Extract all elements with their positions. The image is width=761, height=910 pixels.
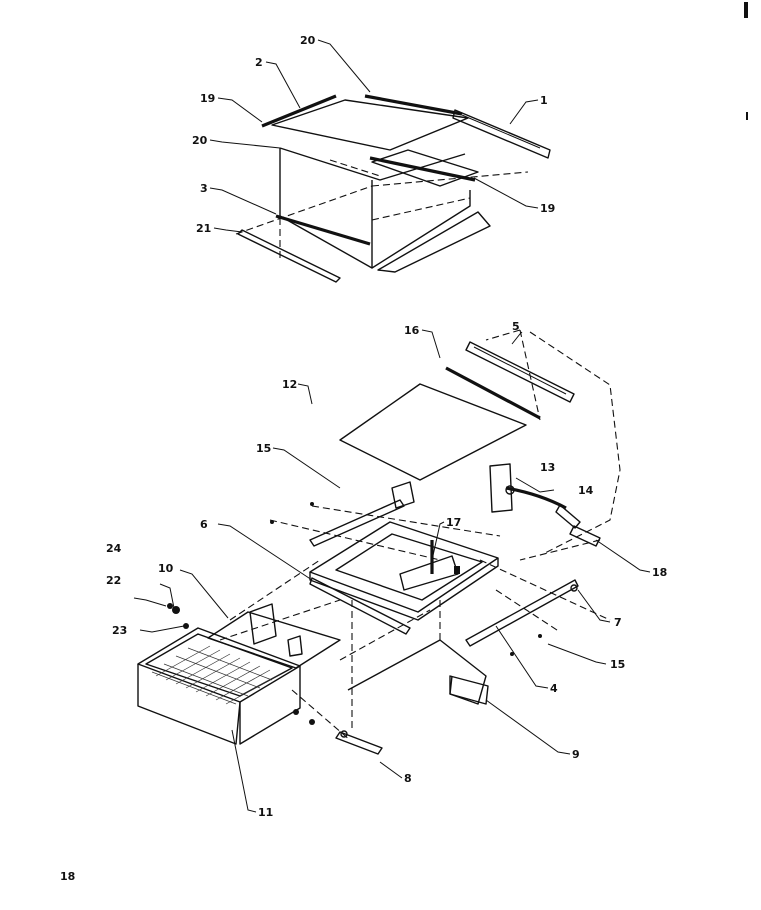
callout-4: 4	[550, 682, 558, 695]
callout-17: 17	[446, 516, 461, 529]
callout-23: 23	[112, 624, 127, 637]
drawer-support-9	[347, 639, 487, 705]
callout-15-right: 15	[610, 658, 625, 671]
callout-12: 12	[282, 378, 297, 391]
lid-bracket	[391, 481, 415, 509]
crisper-tray-10	[207, 611, 341, 669]
drawer-11-outer	[137, 627, 301, 703]
cover-rail-21	[237, 229, 341, 283]
crisper-frame-rim	[309, 558, 499, 621]
callout-2: 2	[255, 56, 263, 69]
fastener-right-b	[538, 634, 542, 638]
slide-rail-7	[465, 579, 579, 647]
shelf-trim-19-left	[261, 94, 337, 128]
callout-labels: 20 2 19 20 3 21 1 19 16 5 12 15 13 14 6 …	[106, 34, 667, 819]
glass-shelf-2	[271, 99, 469, 151]
callout-9: 9	[572, 748, 580, 761]
callout-14: 14	[578, 484, 594, 497]
divider-17	[399, 555, 459, 591]
support-foot	[449, 675, 489, 705]
callout-1: 1	[540, 94, 548, 107]
callout-7: 7	[614, 616, 622, 629]
control-link-14	[505, 486, 567, 510]
fastener-lower-a	[293, 709, 299, 715]
callout-19-right: 19	[540, 202, 555, 215]
callout-24: 24	[106, 542, 122, 555]
drawer-hidden-lines	[219, 505, 611, 741]
lower-crisper-assembly	[137, 329, 621, 755]
drawer-grid	[151, 645, 281, 705]
shelf-rail-1-slot	[461, 114, 541, 149]
leader-lines	[133, 39, 651, 813]
cover-guide-dash	[329, 159, 381, 177]
trim-16	[445, 366, 541, 420]
crisper-cover-top-edge	[279, 147, 466, 181]
callout-15-left: 15	[256, 442, 271, 455]
shelf-rail-1	[452, 109, 551, 159]
cover-hidden-lines	[235, 171, 529, 262]
callout-21: 21	[196, 222, 211, 235]
humidity-control-13	[489, 463, 513, 513]
page-number: 18	[60, 870, 76, 883]
callout-19-left: 19	[200, 92, 215, 105]
drawer-slide-8	[335, 731, 383, 755]
lid-hidden-lines	[485, 329, 621, 554]
drawer-11-rim	[145, 633, 293, 697]
frame-rail-6	[309, 577, 411, 635]
callout-13: 13	[540, 461, 555, 474]
scan-artifacts	[744, 2, 748, 120]
slide-wheel	[340, 730, 348, 738]
callout-8: 8	[404, 772, 412, 785]
crisper-cover-glass	[371, 149, 479, 187]
rail-5-slot	[473, 346, 567, 395]
callout-10: 10	[158, 562, 174, 575]
control-link-end	[555, 504, 581, 529]
callout-3: 3	[200, 182, 208, 195]
drawer-11-front	[137, 664, 241, 745]
fastener-right-a	[510, 652, 514, 656]
fastener-left-b	[310, 502, 314, 506]
rail-5	[465, 341, 575, 403]
callout-6: 6	[200, 518, 208, 531]
shelf-trim-19-right	[369, 156, 476, 182]
fastener-24	[172, 606, 180, 614]
fastener-lower-b	[309, 719, 315, 725]
shelf-trim-20-top	[364, 94, 463, 116]
fastener-left-a	[270, 520, 274, 524]
rail-roller	[570, 584, 578, 592]
fastener-22	[167, 603, 173, 609]
callout-22: 22	[106, 574, 121, 587]
crisper-frame-inner	[335, 533, 483, 601]
fastener-23	[183, 623, 189, 629]
tray-divider	[287, 635, 303, 657]
control-bracket-18	[569, 525, 601, 547]
callout-16: 16	[404, 324, 420, 337]
callout-20-top: 20	[300, 34, 316, 47]
cover-front-trim-3	[275, 214, 371, 246]
drawer-11-side	[239, 666, 301, 745]
callout-5: 5	[512, 320, 520, 333]
upper-shelf-assembly	[235, 94, 551, 283]
cover-support-bracket	[377, 211, 491, 273]
crisper-lid-12	[339, 383, 527, 481]
control-pivot	[505, 485, 515, 495]
divider-latch	[454, 566, 460, 574]
callout-20-left: 20	[192, 134, 208, 147]
lid-bracket-arm	[309, 499, 405, 547]
tray-handle	[249, 603, 277, 645]
callout-11: 11	[258, 806, 273, 819]
callout-18: 18	[652, 566, 667, 579]
